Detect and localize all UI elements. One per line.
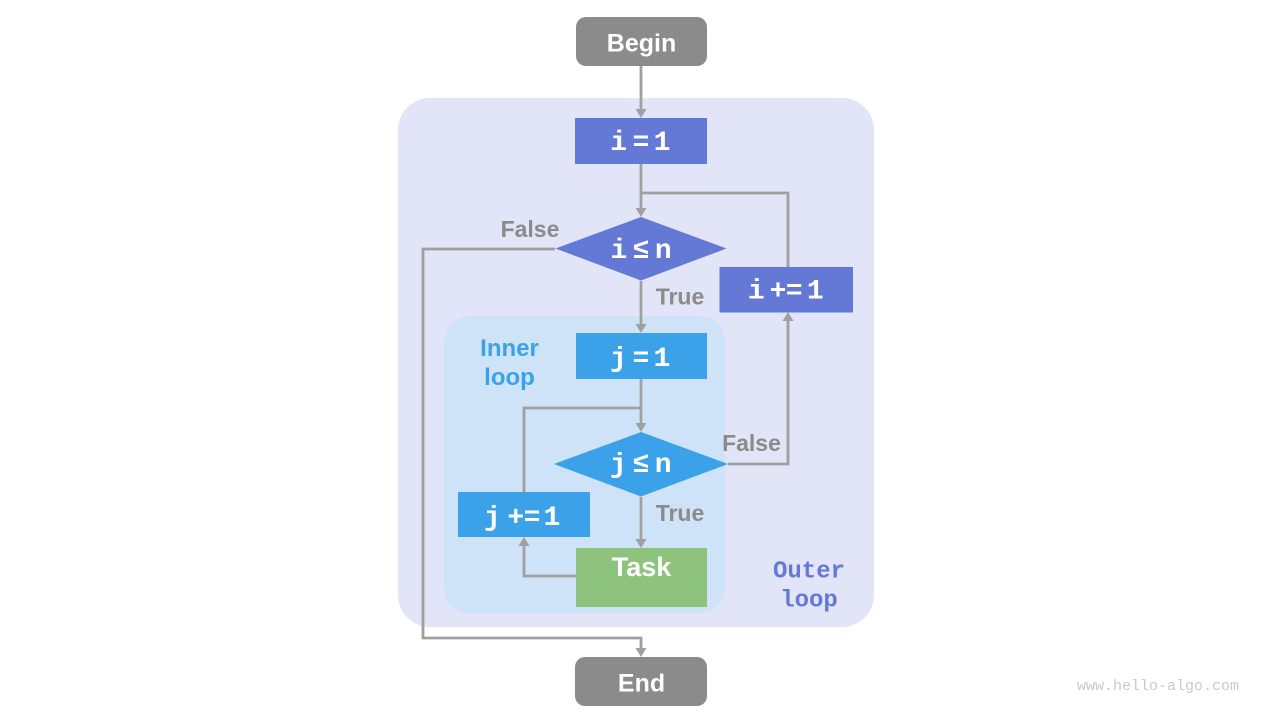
svg-text:i=1: i=1: [610, 128, 670, 159]
svg-text:loop: loop: [484, 364, 535, 391]
svg-text:False: False: [722, 430, 781, 456]
svg-text:www.hello-algo.com: www.hello-algo.com: [1077, 678, 1239, 695]
svg-text:True: True: [656, 500, 705, 526]
svg-text:j=1: j=1: [610, 344, 670, 375]
svg-text:True: True: [656, 284, 705, 310]
svg-text:j+=1: j+=1: [484, 503, 560, 534]
svg-text:Inner: Inner: [480, 335, 539, 362]
svg-text:i≤n: i≤n: [610, 236, 671, 267]
svg-text:End: End: [618, 670, 665, 698]
svg-text:Begin: Begin: [607, 30, 676, 58]
svg-text:loop: loop: [780, 588, 838, 615]
svg-text:Outer: Outer: [773, 559, 845, 586]
svg-text:i+=1: i+=1: [748, 277, 824, 308]
svg-text:Task: Task: [612, 552, 673, 582]
svg-text:False: False: [501, 216, 560, 242]
svg-text:j≤n: j≤n: [610, 450, 672, 481]
